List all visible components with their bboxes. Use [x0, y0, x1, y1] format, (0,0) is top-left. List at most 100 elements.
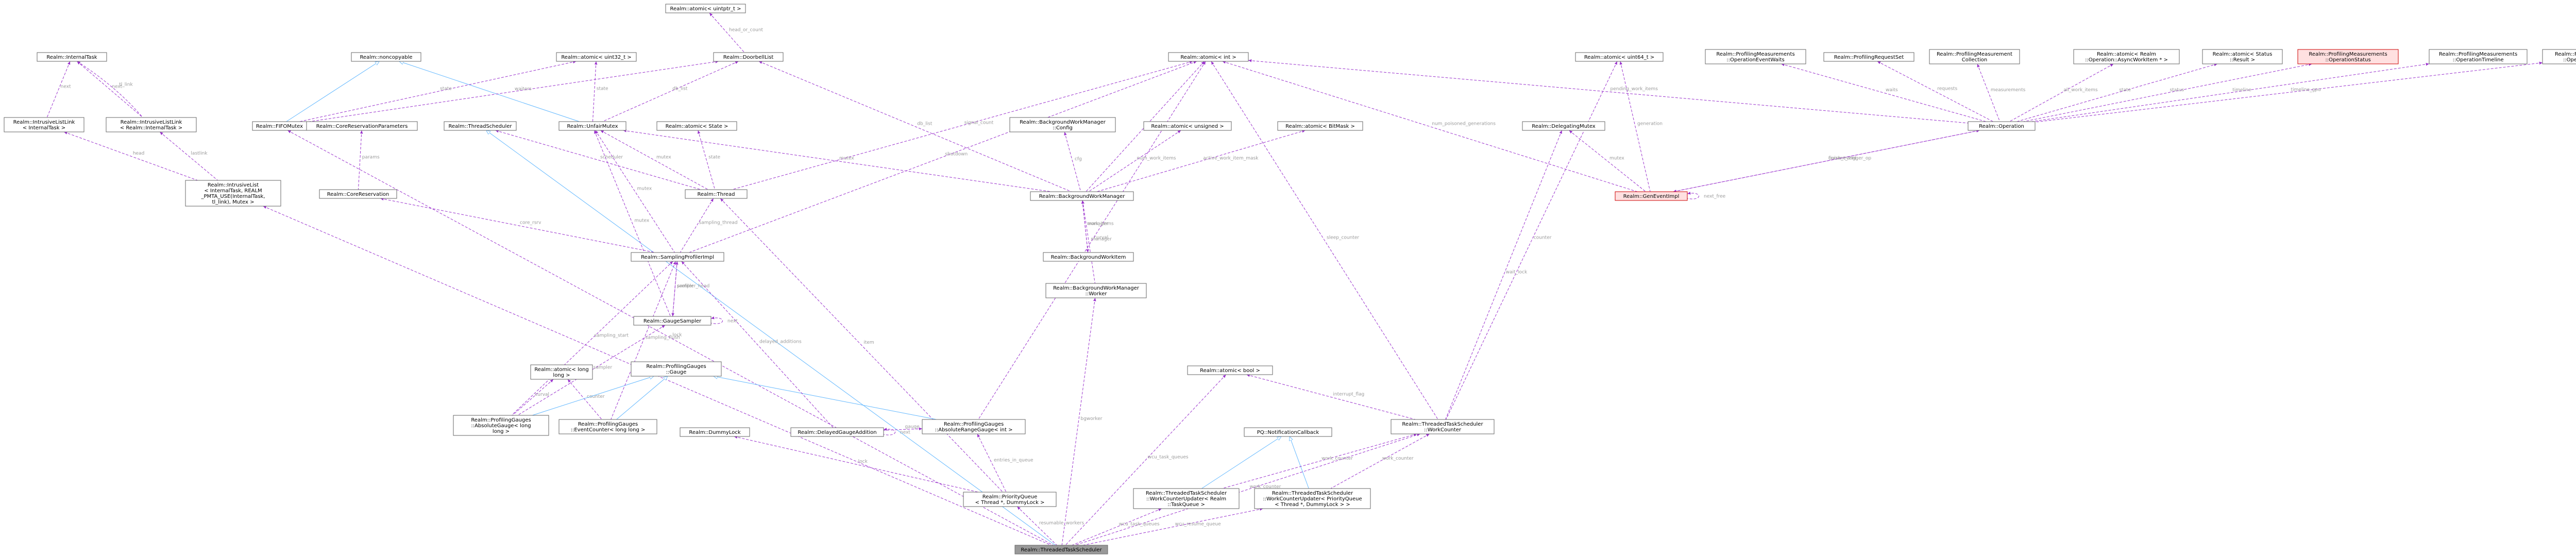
- class-node-label: Realm::ProfilingMeasurements: [2309, 52, 2387, 57]
- class-node-box: [713, 52, 784, 62]
- class-node-box: [2297, 49, 2399, 64]
- edge-line: [1081, 200, 1095, 284]
- class-node-bgwm_config[interactable]: Realm::BackgroundWorkManager::Config: [1009, 117, 1116, 132]
- edge-threadscheduler-to-threadedtasksched: [486, 130, 1056, 546]
- edge-line: [286, 61, 380, 122]
- class-node-pm_opstatus[interactable]: Realm::ProfilingMeasurements::OperationS…: [2297, 49, 2399, 64]
- class-node-pg_absgauge[interactable]: Realm::ProfilingGauges::AbsoluteGauge< l…: [453, 415, 549, 436]
- class-node-label: Realm::DummyLock: [689, 430, 740, 435]
- class-node-box: [633, 316, 711, 326]
- class-node-box: [656, 121, 737, 131]
- class-node-intrusivelist[interactable]: Realm::IntrusiveList< InternalTask, REAL…: [185, 180, 281, 207]
- class-node-pg_eventcounter[interactable]: Realm::ProfilingGauges::EventCounter< lo…: [558, 419, 657, 434]
- class-node-box: [685, 189, 748, 199]
- class-node-pm_timeline[interactable]: Realm::ProfilingMeasurements::OperationT…: [2429, 49, 2528, 64]
- class-node-qnotifcb[interactable]: PQ::NotificationCallback: [1244, 427, 1332, 437]
- class-node-atomic_bitmask[interactable]: Realm::atomic< BitMask >: [1277, 121, 1363, 131]
- class-node-priorityqueue[interactable]: Realm::PriorityQueue< Thread *, DummyLoc…: [963, 492, 1057, 507]
- class-node-label: Realm::UnfairMutex: [567, 124, 618, 129]
- class-node-atomic_status[interactable]: Realm::atomic< Status::Result >: [2202, 49, 2283, 64]
- class-node-label: < Thread *, DummyLock > >: [1275, 502, 1350, 508]
- class-node-atomic_int[interactable]: Realm::atomic< int >: [1168, 52, 1249, 62]
- edge-label: sampling_flush: [646, 335, 680, 341]
- edge-label: lastlink: [191, 151, 208, 156]
- class-node-uintptr[interactable]: Realm::atomic< uintptr_t >: [665, 4, 746, 13]
- class-node-bgwm_worker[interactable]: Realm::BackgroundWorkManager::Worker: [1045, 283, 1147, 298]
- edge-label: curval: [535, 392, 549, 397]
- class-node-unfairmutex[interactable]: Realm::UnfairMutex: [558, 121, 626, 131]
- class-node-dummylock[interactable]: Realm::DummyLock: [680, 427, 750, 437]
- class-node-atomic_u64[interactable]: Realm::atomic< uint64_t >: [1575, 52, 1664, 62]
- edge-pm_collection-to-operation: measurements: [1977, 63, 2026, 122]
- class-node-label: ::WorkCounterUpdater< Realm: [1146, 496, 1226, 502]
- class-node-fifomutex[interactable]: Realm::FIFOMutex: [252, 121, 307, 131]
- class-node-delegatingmutex[interactable]: Realm::DelegatingMutex: [1522, 121, 1605, 131]
- class-node-box: [306, 121, 418, 131]
- class-node-wcu_taskqueue[interactable]: Realm::ThreadedTaskScheduler::WorkCounte…: [1133, 488, 1240, 509]
- class-node-pm_timelinegpu[interactable]: Realm::ProfilingMeasurements::OperationT…: [2542, 49, 2576, 64]
- class-node-noncopyable[interactable]: Realm::noncopyable: [351, 52, 421, 62]
- class-node-threadscheduler[interactable]: Realm::ThreadScheduler: [444, 121, 517, 131]
- edge-line: [883, 427, 923, 431]
- class-node-thread[interactable]: Realm::Thread: [685, 189, 748, 199]
- class-node-delayedgaugeadd[interactable]: Realm::DelayedGaugeAddition: [790, 427, 884, 437]
- edge-line: [495, 130, 701, 190]
- edge-line: [758, 61, 1072, 192]
- edge-label: all_work_items: [2063, 88, 2098, 93]
- class-node-box: [558, 121, 626, 131]
- edge-line: [1075, 433, 1420, 546]
- edge-label: next_free: [1704, 194, 1726, 199]
- class-node-atomic_bool[interactable]: Realm::atomic< bool >: [1187, 365, 1273, 375]
- class-node-box: [1168, 52, 1249, 62]
- class-node-geneventimpl[interactable]: Realm::GenEventImpl: [1615, 191, 1688, 201]
- edge-label: num_work_items: [1137, 156, 1176, 161]
- class-node-doorbelllist[interactable]: Realm::DoorbellList: [713, 52, 784, 62]
- class-node-atomic_asyncwork[interactable]: Realm::atomic< Realm::Operation::AsyncWo…: [2073, 49, 2180, 64]
- class-node-box: [790, 427, 884, 437]
- class-node-atomic_unsigned[interactable]: Realm::atomic< unsigned >: [1143, 121, 1232, 131]
- class-node-threadedtasksched[interactable]: Realm::ThreadedTaskScheduler: [1014, 545, 1108, 554]
- class-node-label: Realm::ProfilingMeasurements: [2439, 52, 2517, 57]
- edge-label: counter: [1534, 236, 1552, 241]
- edge-line: [1687, 192, 1699, 199]
- class-node-pg_absrange[interactable]: Realm::ProfilingGauges::AbsoluteRangeGau…: [922, 419, 1026, 434]
- edge-pg_gauge-to-pg_absrange: [714, 376, 937, 420]
- edge-line: [46, 61, 71, 118]
- edge-line: [709, 12, 745, 53]
- class-node-bgwm[interactable]: Realm::BackgroundWorkManager: [1030, 191, 1134, 201]
- edge-label: state: [2119, 88, 2131, 93]
- class-node-pg_gauge[interactable]: Realm::ProfilingGauges::Gauge: [631, 361, 722, 377]
- class-node-pm_opeventwaits[interactable]: Realm::ProfilingMeasurements::OperationE…: [1705, 49, 1806, 64]
- class-node-box: [1391, 419, 1495, 434]
- class-node-label: Collection: [1962, 57, 1987, 63]
- class-node-atomic_state[interactable]: Realm::atomic< State >: [656, 121, 737, 131]
- class-node-tts_workcounter[interactable]: Realm::ThreadedTaskScheduler::WorkCounte…: [1391, 419, 1495, 434]
- class-node-profreqset[interactable]: Realm::ProfilingRequestSet: [1823, 52, 1914, 62]
- class-node-bgworkitem[interactable]: Realm::BackgroundWorkItem: [1043, 252, 1134, 262]
- edge-geneventimpl-to-geneventimpl: next_free: [1687, 192, 1726, 199]
- edge-label: next: [112, 85, 122, 90]
- edge-line: [1781, 63, 1986, 122]
- class-node-label: ::OperationTimeline: [2452, 57, 2503, 63]
- class-node-label: PQ::NotificationCallback: [1257, 430, 1319, 435]
- class-node-wcu_pq[interactable]: Realm::ThreadedTaskScheduler::WorkCounte…: [1254, 488, 1371, 509]
- edge-atomic_state-to-thread: state: [697, 130, 721, 190]
- class-node-internaltask[interactable]: Realm::InternalTask: [37, 52, 107, 62]
- class-node-box: [530, 364, 593, 380]
- class-node-corereservparams[interactable]: Realm::CoreReservationParameters: [306, 121, 418, 131]
- class-node-operation[interactable]: Realm::Operation: [1968, 121, 2036, 131]
- class-node-corereservation[interactable]: Realm::CoreReservation: [319, 189, 397, 199]
- class-node-gaugesampler[interactable]: Realm::GaugeSampler: [633, 316, 711, 326]
- class-node-ilink_a[interactable]: Realm::IntrusiveListLink< InternalTask >: [4, 117, 84, 132]
- class-node-label: ::WorkCounter: [1424, 427, 1462, 433]
- class-node-ilink_b[interactable]: Realm::IntrusiveListLink< Realm::Interna…: [106, 117, 197, 132]
- edge-line: [1201, 436, 1281, 489]
- class-node-samplingprofimpl[interactable]: Realm::SamplingProfilerImpl: [631, 252, 724, 262]
- class-node-label: < Realm::InternalTask >: [120, 125, 182, 131]
- class-node-atomic_u32[interactable]: Realm::atomic< uint32_t >: [556, 52, 637, 62]
- class-node-box: [1575, 52, 1664, 62]
- class-node-box: [2542, 49, 2576, 64]
- edge-label: num_poisoned_generations: [1432, 122, 1496, 127]
